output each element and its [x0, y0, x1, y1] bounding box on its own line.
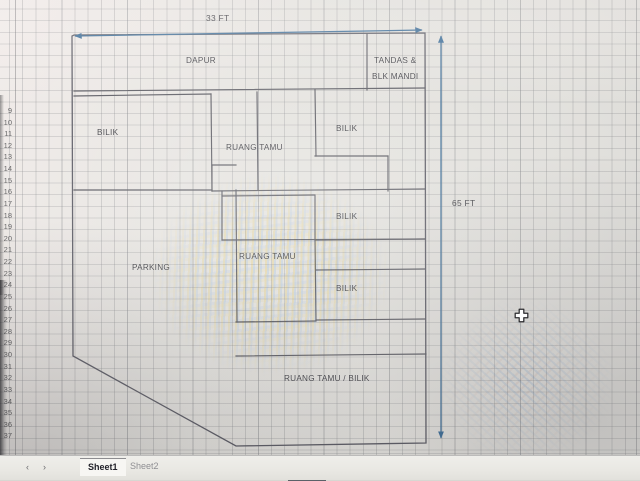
row-header-37[interactable]: 37 [3, 431, 12, 441]
row-header-25[interactable]: 25 [3, 291, 12, 301]
row-header-11[interactable]: 11 [4, 129, 12, 139]
room-label-blk-mandi: BLK MANDI [372, 72, 419, 81]
room-label-bilik-4: BILIK [336, 284, 358, 293]
row-header-36[interactable]: 36 [3, 419, 12, 429]
row-header-16[interactable]: 16 [3, 187, 12, 197]
row-header-17[interactable]: 17 [3, 198, 12, 208]
room-label-ruang-tamu-2: RUANG TAMU [239, 252, 296, 261]
row-header-31[interactable]: 31 [3, 361, 12, 371]
room-label-bilik-2: BILIK [336, 124, 358, 133]
row-header-20[interactable]: 20 [3, 233, 12, 243]
row-header-32[interactable]: 32 [3, 373, 12, 383]
row-header-14[interactable]: 14 [3, 164, 12, 174]
row-header-13[interactable]: 13 [3, 152, 12, 162]
dimension-label-width: 33 FT [206, 13, 230, 23]
room-label-ruang-tamu-1: RUANG TAMU [226, 143, 283, 152]
screen-bezel-shadow-2 [0, 95, 4, 295]
dimension-label-height: 65 FT [452, 198, 476, 208]
row-header-24[interactable]: 24 [3, 280, 12, 290]
row-header-28[interactable]: 28 [3, 326, 12, 336]
row-header-12[interactable]: 12 [3, 140, 12, 150]
row-header-29[interactable]: 29 [3, 338, 12, 348]
spreadsheet-column-bands [0, 0, 640, 456]
screen-bezel-shadow [0, 280, 7, 480]
row-header-23[interactable]: 23 [3, 268, 12, 278]
room-label-dapur: DAPUR [186, 56, 216, 65]
row-header-33[interactable]: 33 [3, 384, 12, 394]
row-header-19[interactable]: 19 [3, 222, 12, 232]
sheet-nav-prev-button[interactable]: ‹ [26, 462, 29, 472]
sheet-tab-sheet1[interactable]: Sheet1 [80, 458, 126, 476]
crosshair-cursor [514, 308, 529, 323]
row-header-divider [15, 0, 16, 456]
row-header-9[interactable]: 9 [7, 106, 12, 115]
room-label-parking: PARKING [132, 263, 170, 272]
row-header-21[interactable]: 21 [3, 245, 12, 255]
row-header-10[interactable]: 10 [3, 117, 12, 127]
row-header-26[interactable]: 26 [3, 303, 12, 313]
row-header-35[interactable]: 35 [3, 408, 12, 418]
row-header-34[interactable]: 34 [3, 396, 12, 406]
row-header-15[interactable]: 15 [3, 175, 12, 185]
row-header-27[interactable]: 27 [3, 315, 12, 325]
sheet-tab-bar: ‹ › Sheet1 Sheet2 [0, 455, 640, 480]
room-label-tandas: TANDAS & [374, 56, 417, 65]
row-header-30[interactable]: 30 [3, 350, 12, 360]
room-label-bilik-3: BILIK [336, 212, 358, 221]
room-label-ruang-tamu-bilik: RUANG TAMU / BILIK [284, 374, 370, 383]
sheet-nav-next-button[interactable]: › [43, 462, 46, 472]
sheet-tab-sheet2[interactable]: Sheet2 [130, 461, 159, 471]
row-header-22[interactable]: 22 [3, 257, 12, 267]
room-label-bilik-1: BILIK [97, 128, 119, 137]
row-header-18[interactable]: 18 [3, 210, 12, 220]
